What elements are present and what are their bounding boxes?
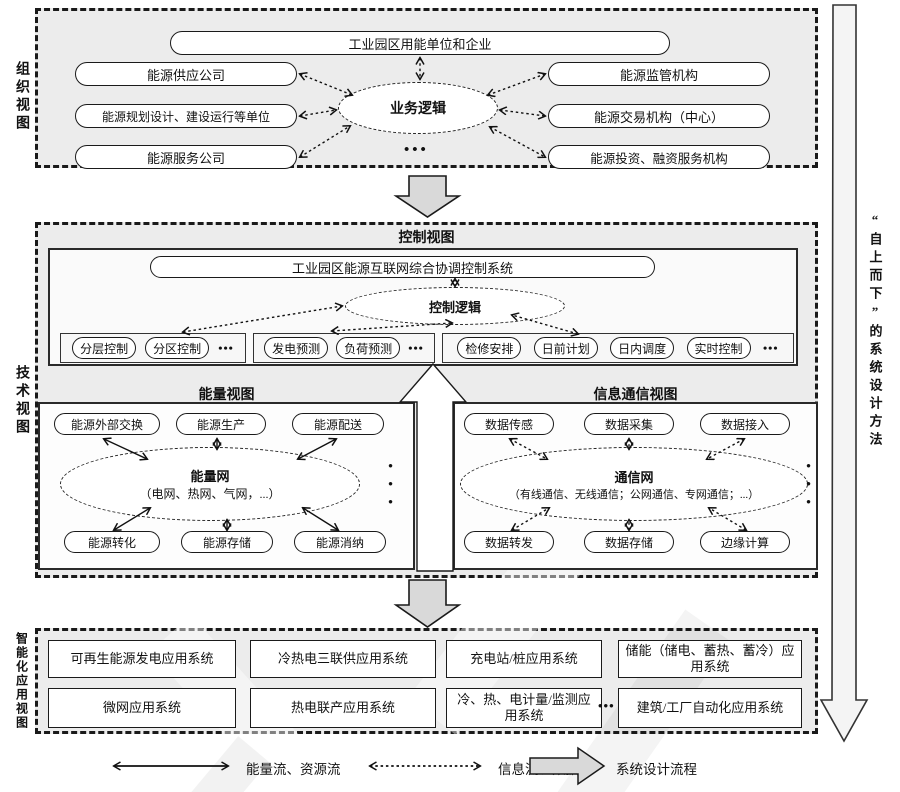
app-system-cell: 微网应用系统 xyxy=(48,688,236,728)
app-system-cell: 可再生能源发电应用系统 xyxy=(48,640,236,678)
business-logic-hub: 业务逻辑 xyxy=(338,82,498,134)
control-task: 检修安排 xyxy=(457,337,522,359)
app-system-cell: 充电站/桩应用系统 xyxy=(446,640,602,678)
control-task: 日前计划 xyxy=(533,337,598,359)
app-view-side-label: 智能化应用视图 xyxy=(14,632,29,730)
app-system-cell: 建筑/工厂自动化应用系统 xyxy=(618,688,802,728)
control-group-hierarchy: 分层控制 分区控制 ••• xyxy=(60,333,246,363)
comm-node: 数据采集 xyxy=(584,413,674,435)
comm-ellipsis-icon: ••• xyxy=(801,458,816,512)
comm-node: 数据传感 xyxy=(464,413,554,435)
energy-network-hub: 能量网 （电网、热网、气网，...） xyxy=(60,447,360,521)
legend-energy-flow-label: 能量流、资源流 xyxy=(246,762,341,777)
top-down-method-label: “自上而下”的系统设计方法 xyxy=(867,212,883,450)
control-logic-hub: 控制逻辑 xyxy=(345,287,565,325)
ellipsis-icon: ••• xyxy=(218,340,234,355)
energy-node: 能源外部交换 xyxy=(54,413,160,435)
comm-network-hub: 通信网 （有线通信、无线通信；公网通信、专网通信；...） xyxy=(460,447,808,521)
top-down-flow-arrow xyxy=(819,4,869,743)
energy-network-name: 能量网 xyxy=(190,469,230,484)
org-left-box: 能源供应公司 xyxy=(75,62,297,86)
org-right-box: 能源交易机构（中心） xyxy=(548,104,770,128)
control-task: 日内调度 xyxy=(610,337,675,359)
comm-node: 边缘计算 xyxy=(700,531,790,553)
comm-node: 数据存储 xyxy=(584,531,674,553)
coordination-control-system-box: 工业园区能源互联网综合协调控制系统 xyxy=(150,256,655,278)
app-ellipsis-icon: ••• xyxy=(598,698,615,713)
energy-node: 能源消纳 xyxy=(294,531,386,553)
down-block-arrow-tech-to-app xyxy=(393,579,462,628)
org-left-box: 能源服务公司 xyxy=(75,145,297,169)
org-energy-users-box: 工业园区用能单位和企业 xyxy=(170,31,670,55)
org-right-box: 能源投资、融资服务机构 xyxy=(548,145,770,169)
app-system-cell: 冷、热、电计量/监测应用系统 xyxy=(446,688,602,728)
control-group-forecast: 发电预测 负荷预测 ••• xyxy=(253,333,435,363)
app-system-cell: 储能（储电、蓄热、蓄冷）应用系统 xyxy=(618,640,802,678)
energy-view-title: 能量视图 xyxy=(198,388,255,403)
legend-info-flow-label: 信息流、数据流 xyxy=(498,762,593,777)
comm-network-types: （有线通信、无线通信；公网通信、专网通信；...） xyxy=(508,488,760,501)
energy-node: 能源配送 xyxy=(292,413,384,435)
comm-view-title: 信息通信视图 xyxy=(593,388,678,403)
control-view-title: 控制视图 xyxy=(398,231,455,246)
org-ellipsis-icon: ••• xyxy=(404,142,429,158)
control-task: 分层控制 xyxy=(72,337,137,359)
energy-network-types: （电网、热网、气网，...） xyxy=(139,487,281,501)
tech-view-side-label: 技术视图 xyxy=(14,365,29,437)
legend-process-label: 系统设计流程 xyxy=(616,762,697,777)
comm-node: 数据接入 xyxy=(700,413,790,435)
comm-node: 数据转发 xyxy=(464,531,554,553)
control-task: 发电预测 xyxy=(264,337,329,359)
org-right-box: 能源监管机构 xyxy=(548,62,770,86)
ellipsis-icon: ••• xyxy=(408,340,424,355)
app-system-cell: 冷热电三联供应用系统 xyxy=(250,640,436,678)
energy-node: 能源生产 xyxy=(176,413,266,435)
energy-ellipsis-icon: ••• xyxy=(383,458,398,512)
comm-network-name: 通信网 xyxy=(614,469,654,485)
org-view-side-label: 组织视图 xyxy=(14,61,29,133)
org-left-box: 能源规划设计、建设运行等单位 xyxy=(75,104,297,128)
energy-node: 能源存储 xyxy=(181,531,273,553)
control-group-schedule: 检修安排 日前计划 日内调度 实时控制 ••• xyxy=(442,333,794,363)
down-block-arrow-org-to-tech xyxy=(393,175,462,218)
energy-node: 能源转化 xyxy=(64,531,160,553)
ellipsis-icon: ••• xyxy=(762,340,779,355)
control-task: 负荷预测 xyxy=(336,337,401,359)
control-task: 分区控制 xyxy=(145,337,210,359)
app-system-cell: 热电联产应用系统 xyxy=(250,688,436,728)
control-task: 实时控制 xyxy=(686,337,751,359)
